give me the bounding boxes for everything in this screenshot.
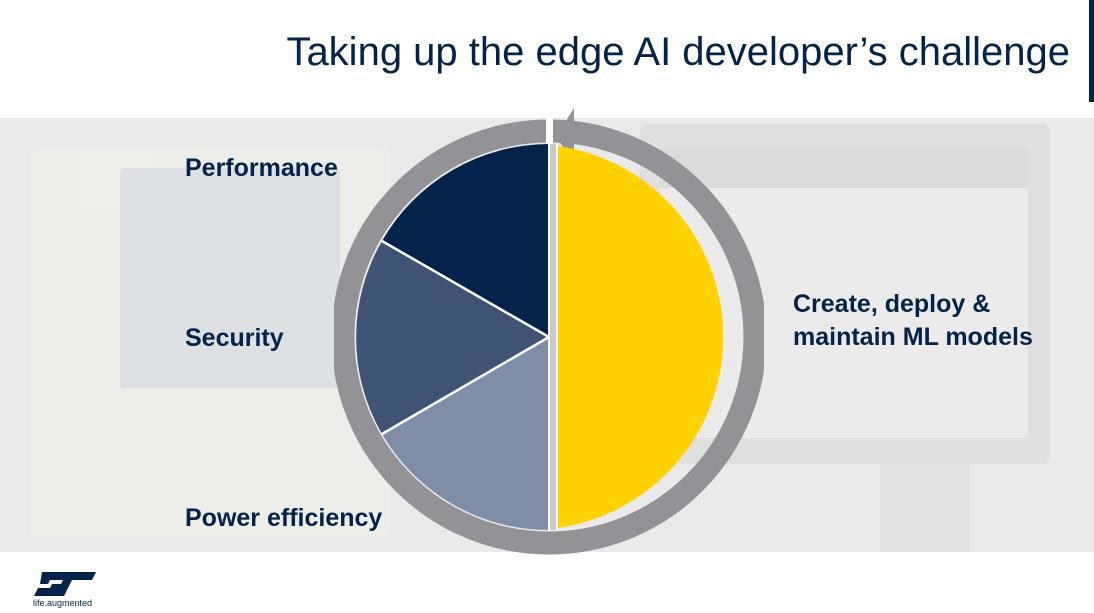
cycle-ring-gap <box>546 116 553 146</box>
segment-power-efficiency <box>382 337 549 530</box>
segment-security <box>356 241 549 434</box>
tagline: life.augmented <box>33 598 93 608</box>
label-security: Security <box>185 324 284 352</box>
page-title: Taking up the edge AI developer’s challe… <box>286 30 1070 74</box>
cycle-diagram <box>334 108 764 555</box>
segment-divider-2 <box>381 335 550 436</box>
segment-divider-vertical-shade <box>550 144 556 530</box>
title-rule <box>1089 0 1094 102</box>
label-performance: Performance <box>185 154 338 182</box>
segment-divider-1 <box>381 239 550 339</box>
label-power-efficiency: Power efficiency <box>185 504 383 532</box>
segment-performance <box>382 144 549 337</box>
st-logo-icon <box>34 572 96 596</box>
label-create-deploy: Create, deploy & maintain ML models <box>793 290 1033 351</box>
segment-create-deploy <box>558 146 724 528</box>
